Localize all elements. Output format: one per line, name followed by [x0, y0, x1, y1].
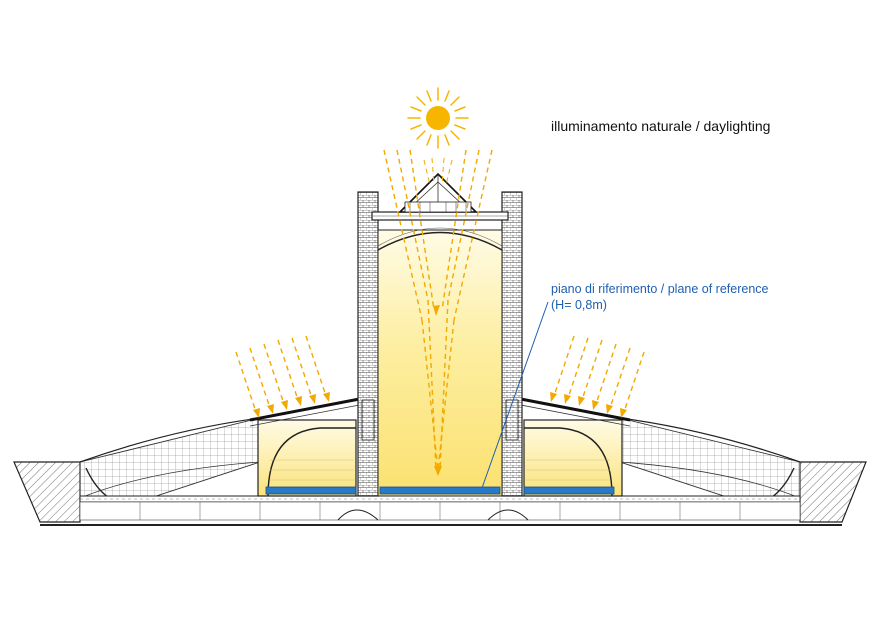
- reference-plane-label-line2: (H= 0,8m): [551, 298, 607, 312]
- wing-right: [504, 394, 631, 497]
- reference-plane-right: [523, 486, 615, 495]
- reference-plane-label-line1: piano di riferimento / plane of referenc…: [551, 282, 769, 296]
- reference-plane-left: [265, 486, 357, 495]
- ray-arrowheads-left: [253, 392, 330, 418]
- ray-arrowheads-tower: [433, 305, 442, 476]
- reference-plane-label: piano di riferimento / plane of referenc…: [551, 281, 769, 313]
- reference-leader-line: [481, 301, 549, 489]
- light-rays-left: [235, 335, 327, 413]
- diagram-title: illuminamento naturale / daylighting: [551, 118, 771, 134]
- central-tower: [357, 172, 523, 497]
- sun-icon: [407, 87, 469, 149]
- wing-left: [249, 394, 376, 497]
- ground: [13, 461, 867, 526]
- lattice-shell-right: [619, 417, 801, 507]
- reference-plane-center: [379, 486, 501, 495]
- floor-slab: [79, 495, 801, 521]
- light-rays-right: [553, 335, 645, 413]
- light-rays-tower: [383, 149, 493, 471]
- lattice-shell-left: [79, 417, 261, 507]
- ray-arrowheads-right: [550, 392, 627, 418]
